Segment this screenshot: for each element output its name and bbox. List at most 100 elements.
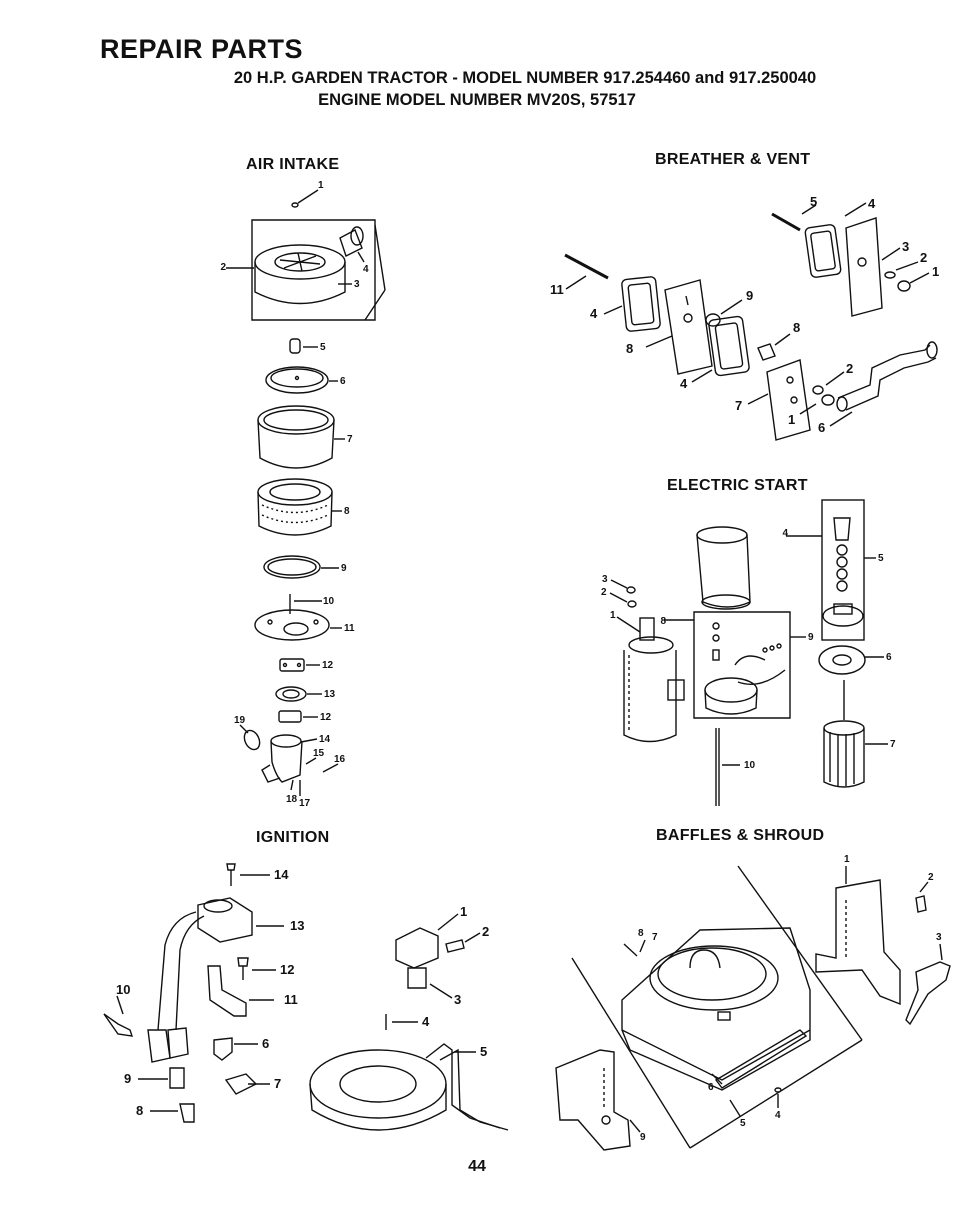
spacer-ring bbox=[275, 686, 307, 702]
breather-vent-title: BREATHER & VENT bbox=[655, 151, 811, 168]
callout-bv-11: 11 bbox=[550, 282, 564, 297]
breather-vent-diagram: 5 4 3 2 1 11 4 8 9 bbox=[550, 194, 939, 441]
callout-es-3: 3 bbox=[602, 574, 608, 585]
callout-ig-14: 14 bbox=[274, 867, 289, 882]
callout-es-8: 8 bbox=[660, 616, 666, 627]
air-cleaner-base bbox=[254, 609, 330, 641]
callout-bs-5: 5 bbox=[740, 1118, 746, 1129]
callout-es-5: 5 bbox=[878, 553, 884, 564]
callout-bv-3a: 3 bbox=[902, 239, 909, 254]
lower-baffle bbox=[555, 1049, 631, 1151]
callout-bs-9: 9 bbox=[640, 1132, 646, 1143]
callout-ig-2: 2 bbox=[482, 924, 489, 939]
callout-bv-8: 8 bbox=[793, 320, 800, 335]
callout-ai-19: 19 bbox=[234, 715, 246, 726]
ignition-diagram: 14 13 10 11 12 6 9 bbox=[103, 863, 509, 1131]
air-intake-screw bbox=[291, 189, 319, 208]
blower-housing bbox=[621, 927, 811, 1091]
callout-ai-14: 14 bbox=[319, 734, 331, 745]
intake-elbow bbox=[261, 734, 303, 783]
model-number-line: 20 H.P. GARDEN TRACTOR - MODEL NUMBER 91… bbox=[233, 69, 817, 87]
air-intake-title: AIR INTAKE bbox=[246, 156, 340, 173]
callout-ai-1: 1 bbox=[318, 180, 324, 191]
starter-motor bbox=[623, 617, 685, 743]
side-baffle bbox=[815, 879, 901, 1006]
ignition-coil bbox=[157, 897, 253, 1031]
hose-clip bbox=[243, 729, 261, 751]
callout-bv-4c: 4 bbox=[680, 376, 688, 391]
callout-ig-12: 12 bbox=[280, 962, 294, 977]
callout-bv-5: 5 bbox=[810, 194, 817, 209]
callout-bv-6: 6 bbox=[818, 420, 825, 435]
callout-bv-2b: 2 bbox=[846, 361, 853, 376]
armature bbox=[823, 680, 865, 788]
callout-ai-13: 13 bbox=[324, 689, 336, 700]
air-filter-cartridge bbox=[257, 478, 333, 536]
callout-ig-3: 3 bbox=[454, 992, 461, 1007]
callout-ai-15: 15 bbox=[313, 748, 325, 759]
callout-bv-2a: 2 bbox=[920, 250, 927, 265]
callout-ig-5: 5 bbox=[480, 1044, 487, 1059]
callout-bv-4b: 4 bbox=[590, 306, 598, 321]
gasket-upper bbox=[279, 658, 305, 672]
page-number: 44 bbox=[468, 1158, 486, 1175]
gasket-lower bbox=[278, 710, 302, 723]
cover-knob bbox=[289, 338, 301, 354]
callout-bv-4a: 4 bbox=[868, 196, 876, 211]
callout-bs-7: 7 bbox=[652, 932, 658, 943]
air-intake-diagram: 1 2 3 4 5 bbox=[220, 180, 386, 809]
callout-ai-4: 4 bbox=[363, 264, 369, 275]
callout-ai-3: 3 bbox=[354, 279, 360, 290]
callout-bv-7: 7 bbox=[735, 398, 742, 413]
callout-ai-11: 11 bbox=[344, 623, 355, 634]
ignition-module bbox=[395, 927, 465, 989]
callout-ai-8: 8 bbox=[344, 506, 350, 517]
callout-ig-9: 9 bbox=[124, 1071, 131, 1086]
page-title: REPAIR PARTS bbox=[100, 34, 304, 64]
callout-bv-1b: 1 bbox=[788, 412, 795, 427]
air-cleaner-plate bbox=[265, 366, 329, 394]
callout-ai-10: 10 bbox=[323, 596, 335, 607]
filter-seal bbox=[263, 555, 321, 579]
callout-ig-10: 10 bbox=[116, 982, 130, 997]
callout-ig-6: 6 bbox=[262, 1036, 269, 1051]
callout-es-4: 4 bbox=[782, 528, 788, 539]
callout-ai-7: 7 bbox=[347, 434, 353, 445]
callout-bs-2: 2 bbox=[928, 872, 934, 883]
electric-start-diagram: 4 5 3 2 1 8 9 bbox=[601, 499, 896, 806]
ignition-title: IGNITION bbox=[256, 829, 330, 846]
baffles-shroud-diagram: 8 7 1 2 3 6 5 4 9 bbox=[555, 854, 951, 1151]
callout-es-1: 1 bbox=[610, 610, 616, 621]
electric-start-title: ELECTRIC START bbox=[667, 477, 808, 494]
air-cleaner-cover bbox=[251, 219, 386, 321]
callout-bs-1: 1 bbox=[844, 854, 850, 865]
callout-ai-17: 17 bbox=[299, 798, 311, 809]
callout-es-10: 10 bbox=[744, 760, 756, 771]
alternator-stator bbox=[309, 1043, 509, 1131]
callout-bv-10: 8 bbox=[626, 341, 633, 356]
callout-bv-1a: 1 bbox=[932, 264, 939, 279]
callout-es-9: 9 bbox=[808, 632, 814, 643]
callout-bs-3: 3 bbox=[936, 932, 942, 943]
callout-ig-7: 7 bbox=[274, 1076, 281, 1091]
callout-ai-6: 6 bbox=[340, 376, 346, 387]
callout-ai-16: 16 bbox=[334, 754, 346, 765]
callout-es-6: 6 bbox=[886, 652, 892, 663]
engine-model-line: ENGINE MODEL NUMBER MV20S, 57517 bbox=[318, 91, 636, 109]
callout-ig-11: 11 bbox=[284, 992, 298, 1007]
callout-ig-8: 8 bbox=[136, 1103, 143, 1118]
callout-bs-4: 4 bbox=[775, 1110, 781, 1121]
pre-cleaner bbox=[257, 405, 335, 469]
callout-ai-2: 2 bbox=[220, 262, 226, 273]
starter-tube bbox=[696, 526, 751, 610]
callout-bs-6: 6 bbox=[708, 1082, 714, 1093]
callout-bs-8: 8 bbox=[638, 928, 644, 939]
callout-ig-13: 13 bbox=[290, 918, 304, 933]
callout-ai-12: 12 bbox=[322, 660, 334, 671]
callout-ai-9: 9 bbox=[341, 563, 347, 574]
callout-ig-1: 1 bbox=[460, 904, 467, 919]
callout-ig-4: 4 bbox=[422, 1014, 430, 1029]
callout-ai-5: 5 bbox=[320, 342, 326, 353]
baffles-shroud-title: BAFFLES & SHROUD bbox=[656, 827, 825, 844]
callout-bv-9: 9 bbox=[746, 288, 753, 303]
